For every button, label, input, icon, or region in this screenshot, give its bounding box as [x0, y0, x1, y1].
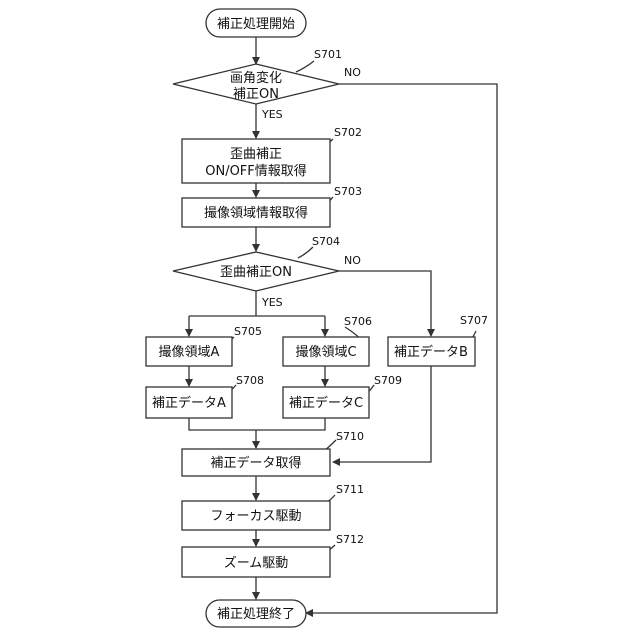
node-end: 補正処理終了: [206, 600, 306, 627]
step-label-s712: S712: [336, 533, 364, 546]
process-s709: 補正データC: [283, 387, 369, 418]
process-s705-label: 撮像領域A: [159, 344, 220, 360]
start-label: 補正処理開始: [217, 17, 295, 32]
process-s711: フォーカス駆動: [182, 501, 330, 530]
branch-s704-yes: YES: [261, 296, 283, 309]
process-s702-line2: ON/OFF情報取得: [205, 163, 307, 179]
process-s703: 撮像領域情報取得: [182, 198, 330, 227]
process-s710: 補正データ取得: [182, 449, 330, 476]
process-s708: 補正データA: [146, 387, 232, 418]
step-label-s710: S710: [336, 430, 364, 443]
process-s706: 撮像領域C: [283, 337, 369, 366]
process-s708-label: 補正データA: [152, 395, 226, 411]
leader-s704: [298, 247, 313, 258]
process-s707: 補正データB: [388, 337, 475, 366]
leader-s701: [296, 61, 314, 72]
end-label: 補正処理終了: [217, 606, 295, 622]
step-label-s707: S707: [460, 314, 488, 327]
decision-s704-label: 歪曲補正ON: [220, 265, 292, 280]
edge-s708-merge: [189, 418, 325, 430]
process-s709-label: 補正データC: [289, 395, 363, 411]
process-s705: 撮像領域A: [146, 337, 232, 366]
step-label-s701: S701: [314, 48, 342, 61]
step-label-s706: S706: [344, 315, 372, 328]
process-s706-label: 撮像領域C: [295, 344, 356, 360]
process-s711-label: フォーカス駆動: [210, 509, 301, 524]
process-s712: ズーム駆動: [182, 547, 330, 577]
branch-s704-no: NO: [344, 254, 361, 267]
step-label-s704: S704: [312, 235, 340, 248]
node-start: 補正処理開始: [206, 9, 306, 37]
branch-s701-yes: YES: [261, 108, 283, 121]
step-label-s708: S708: [236, 374, 264, 387]
process-s712-label: ズーム駆動: [224, 555, 289, 571]
step-label-s711: S711: [336, 483, 364, 496]
decision-s704: 歪曲補正ON: [173, 252, 339, 291]
decision-s701-line2: 補正ON: [233, 87, 279, 102]
branch-s701-no: NO: [344, 66, 361, 79]
decision-s701-line1: 画角変化: [230, 70, 282, 86]
process-s702-line1: 歪曲補正: [230, 147, 282, 162]
process-s702: 歪曲補正 ON/OFF情報取得: [182, 139, 330, 183]
process-s703-label: 撮像領域情報取得: [204, 205, 308, 221]
step-label-s709: S709: [374, 374, 402, 387]
process-s710-label: 補正データ取得: [210, 455, 301, 471]
process-s707-label: 補正データB: [394, 344, 468, 360]
decision-s701: 画角変化 補正ON: [173, 64, 339, 104]
step-label-s702: S702: [334, 126, 362, 139]
step-label-s705: S705: [234, 325, 262, 338]
step-label-s703: S703: [334, 185, 362, 198]
